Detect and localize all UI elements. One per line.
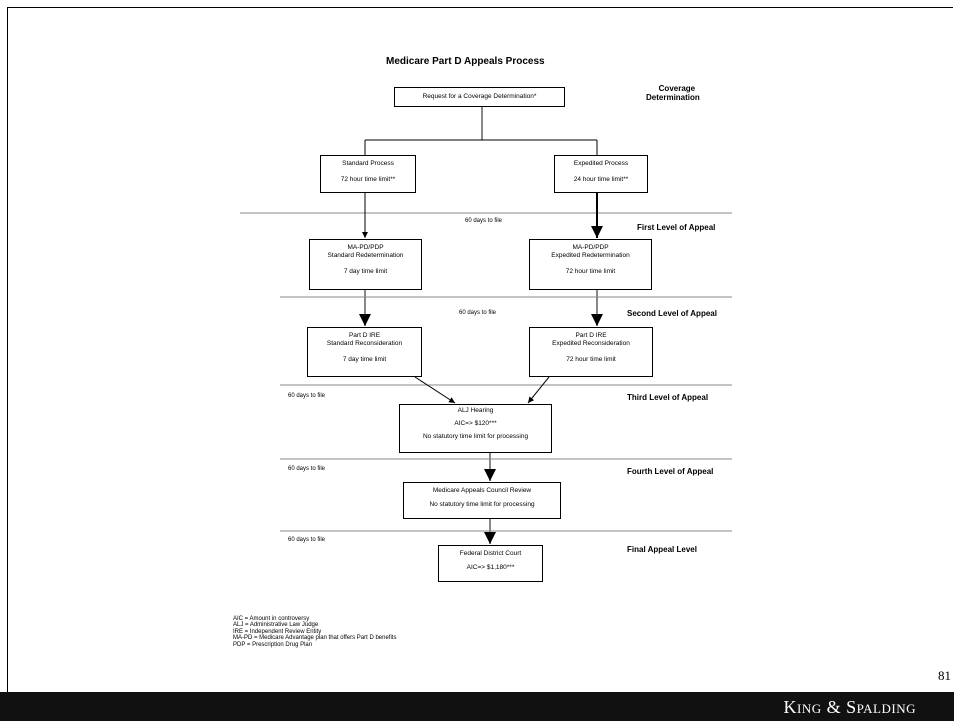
standard-process-title: Standard Process [342, 160, 394, 167]
legend-item: MA-PD = Medicare Advantage plan that off… [233, 635, 397, 642]
exp-redet-limit: 72 hour time limit [565, 268, 616, 275]
std-recon-line1: Part D IRE [348, 332, 381, 339]
district-court-title: Federal District Court [459, 550, 522, 557]
level-coverage-line1: Coverage [658, 84, 696, 93]
request-coverage-box: Request for a Coverage Determination* [394, 87, 565, 107]
std-recon-line2: Standard Reconsideration [326, 340, 403, 347]
legend-item: AIC = Amount in controversy [233, 616, 310, 622]
footer-bar: King & Spalding [0, 692, 954, 721]
slide-frame [7, 7, 953, 699]
legend-item: ALJ = Administrative Law Judge [233, 622, 319, 629]
standard-process-box: Standard Process 72 hour time limit** [320, 155, 416, 193]
level-label-third: Third Level of Appeal [627, 393, 709, 402]
alj-hearing-aic: AIC=> $120*** [454, 420, 497, 427]
alj-hearing-title: ALJ Hearing [457, 407, 494, 414]
expedited-reconsideration-box: Part D IRE Expedited Reconsideration 72 … [529, 327, 653, 377]
exp-redet-line2: Expedited Redetermination [551, 252, 630, 259]
days-label-second: 60 days to file [459, 310, 497, 316]
level-label-second: Second Level of Appeal [627, 309, 717, 318]
exp-redet-line1: MA-PD/PDP [572, 244, 609, 251]
days-label-final: 60 days to file [288, 537, 326, 543]
exp-recon-line2: Expedited Reconsideration [552, 340, 630, 347]
standard-process-limit: 72 hour time limit** [340, 176, 396, 183]
std-redet-line2: Standard Redetermination [327, 252, 404, 259]
district-court-box: Federal District Court AIC=> $1,180*** [438, 545, 543, 582]
expedited-redetermination-box: MA-PD/PDP Expedited Redetermination 72 h… [529, 239, 652, 290]
alj-hearing-limit: No statutory time limit for processing [422, 433, 529, 440]
standard-redetermination-box: MA-PD/PDP Standard Redetermination 7 day… [309, 239, 422, 290]
page-number: 81 [938, 668, 951, 683]
expedited-process-limit: 24 hour time limit** [573, 176, 629, 183]
level-label-first: First Level of Appeal [637, 223, 716, 232]
days-label-first: 60 days to file [465, 218, 503, 224]
council-review-title: Medicare Appeals Council Review [432, 487, 532, 494]
level-label-coverage: Coverage Determination [646, 84, 700, 102]
standard-reconsideration-box: Part D IRE Standard Reconsideration 7 da… [307, 327, 422, 377]
legend-item: IRE = Independent Review Entity [233, 628, 322, 635]
council-review-box: Medicare Appeals Council Review No statu… [403, 482, 561, 519]
level-label-fourth: Fourth Level of Appeal [627, 467, 714, 476]
days-label-fourth: 60 days to file [288, 466, 326, 472]
std-redet-limit: 7 day time limit [343, 268, 388, 275]
arrow-std-recon-to-alj [414, 376, 456, 404]
exp-recon-limit: 72 hour time limit [566, 356, 616, 363]
level-label-final: Final Appeal Level [627, 545, 697, 554]
level-coverage-line2: Determination [646, 93, 700, 102]
alj-hearing-box: ALJ Hearing AIC=> $120*** No statutory t… [399, 404, 552, 453]
request-coverage-text: Request for a Coverage Determination* [422, 93, 537, 100]
days-label-third: 60 days to file [288, 393, 326, 399]
expedited-process-box: Expedited Process 24 hour time limit** [554, 155, 648, 193]
arrow-exp-recon-to-alj [527, 376, 550, 404]
std-redet-line1: MA-PD/PDP [347, 244, 384, 251]
expedited-process-title: Expedited Process [573, 160, 629, 167]
district-court-aic: AIC=> $1,180*** [466, 564, 515, 571]
abbreviation-legend: AIC = Amount in controversy ALJ = Admini… [233, 616, 396, 648]
brand-logo: King & Spalding [783, 697, 916, 717]
std-recon-limit: 7 day time limit [342, 356, 387, 363]
legend-item: PDP = Prescription Drug Plan [233, 641, 313, 648]
council-review-limit: No statutory time limit for processing [429, 501, 535, 508]
exp-recon-line1: Part D IRE [575, 332, 607, 339]
diagram-title: Medicare Part D Appeals Process [386, 56, 545, 67]
